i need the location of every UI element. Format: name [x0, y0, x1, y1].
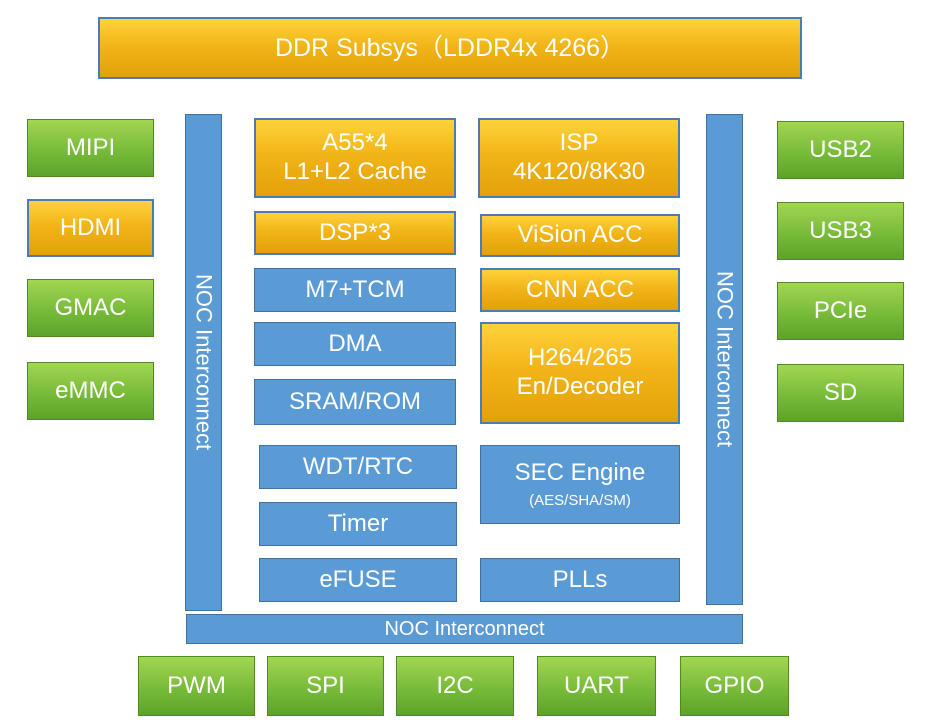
m7-label: M7+TCM	[305, 275, 405, 303]
dsp-block: DSP*3	[254, 211, 456, 255]
dma-label: DMA	[328, 329, 382, 357]
usb3-label: USB3	[809, 216, 872, 244]
pcie-block: PCIe	[777, 282, 904, 340]
wdt-label: WDT/RTC	[302, 452, 414, 480]
usb2-label: USB2	[809, 135, 872, 163]
noc-interconnect-left: NOC Interconnect	[185, 114, 222, 611]
uart-block: UART	[537, 656, 656, 716]
sd-label: SD	[823, 378, 858, 406]
codec-block: H264/265 En/Decoder	[480, 322, 680, 424]
sec-engine-block: SEC Engine (AES/SHA/SM)	[480, 445, 680, 524]
efuse-block: eFUSE	[259, 558, 457, 602]
gpio-block: GPIO	[680, 656, 789, 716]
pwm-block: PWM	[138, 656, 255, 716]
noc-left-label: NOC Interconnect	[191, 274, 217, 451]
sram-rom-block: SRAM/ROM	[254, 379, 456, 425]
plls-label: PLLs	[552, 565, 608, 593]
vision-label: ViSion ACC	[517, 221, 643, 249]
gmac-block: GMAC	[27, 279, 154, 337]
pcie-label: PCIe	[813, 296, 868, 324]
wdt-rtc-block: WDT/RTC	[259, 445, 457, 489]
hdmi-label: HDMI	[59, 213, 122, 241]
cnn-label: CNN ACC	[525, 275, 634, 303]
sec-line1: SEC Engine	[514, 459, 646, 487]
timer-block: Timer	[259, 502, 457, 546]
i2c-label: I2C	[436, 671, 474, 699]
mipi-block: MIPI	[27, 119, 154, 177]
isp-block: ISP 4K120/8K30	[478, 118, 680, 198]
codec-line2: En/Decoder	[516, 373, 644, 400]
efuse-label: eFUSE	[319, 565, 397, 593]
a55-line1: A55*4	[322, 129, 388, 157]
cnn-acc-block: CNN ACC	[480, 268, 680, 312]
pwm-label: PWM	[167, 671, 226, 699]
mipi-label: MIPI	[65, 133, 116, 161]
m7-tcm-block: M7+TCM	[254, 268, 456, 312]
sec-line2: (AES/SHA/SM)	[529, 491, 631, 509]
sram-label: SRAM/ROM	[289, 387, 421, 415]
gmac-label: GMAC	[54, 293, 127, 321]
spi-block: SPI	[267, 656, 384, 716]
a55-cpu-block: A55*4 L1+L2 Cache	[254, 118, 456, 198]
a55-line2: L1+L2 Cache	[283, 158, 427, 185]
dsp-label: DSP*3	[318, 218, 392, 246]
ddr-subsys-label: DDR Subsys（LDDR4x 4266）	[274, 34, 626, 62]
vision-acc-block: ViSion ACC	[480, 214, 680, 257]
uart-label: UART	[564, 671, 629, 699]
isp-line2: 4K120/8K30	[512, 158, 646, 185]
hdmi-block: HDMI	[27, 199, 154, 257]
noc-bottom-label: NOC Interconnect	[384, 618, 545, 640]
ddr-subsys-block: DDR Subsys（LDDR4x 4266）	[98, 17, 802, 79]
isp-line1: ISP	[559, 129, 599, 157]
usb3-block: USB3	[777, 202, 904, 260]
sd-block: SD	[777, 364, 904, 422]
noc-right-label: NOC Interconnect	[712, 271, 738, 448]
emmc-block: eMMC	[27, 362, 154, 420]
timer-label: Timer	[327, 509, 389, 537]
noc-interconnect-bottom: NOC Interconnect	[186, 614, 743, 644]
usb2-block: USB2	[777, 121, 904, 179]
codec-line1: H264/265	[527, 344, 633, 372]
plls-block: PLLs	[480, 558, 680, 602]
dma-block: DMA	[254, 322, 456, 366]
i2c-block: I2C	[396, 656, 514, 716]
spi-label: SPI	[306, 671, 345, 699]
emmc-label: eMMC	[55, 376, 126, 404]
noc-interconnect-right: NOC Interconnect	[706, 114, 743, 605]
gpio-label: GPIO	[704, 671, 765, 699]
